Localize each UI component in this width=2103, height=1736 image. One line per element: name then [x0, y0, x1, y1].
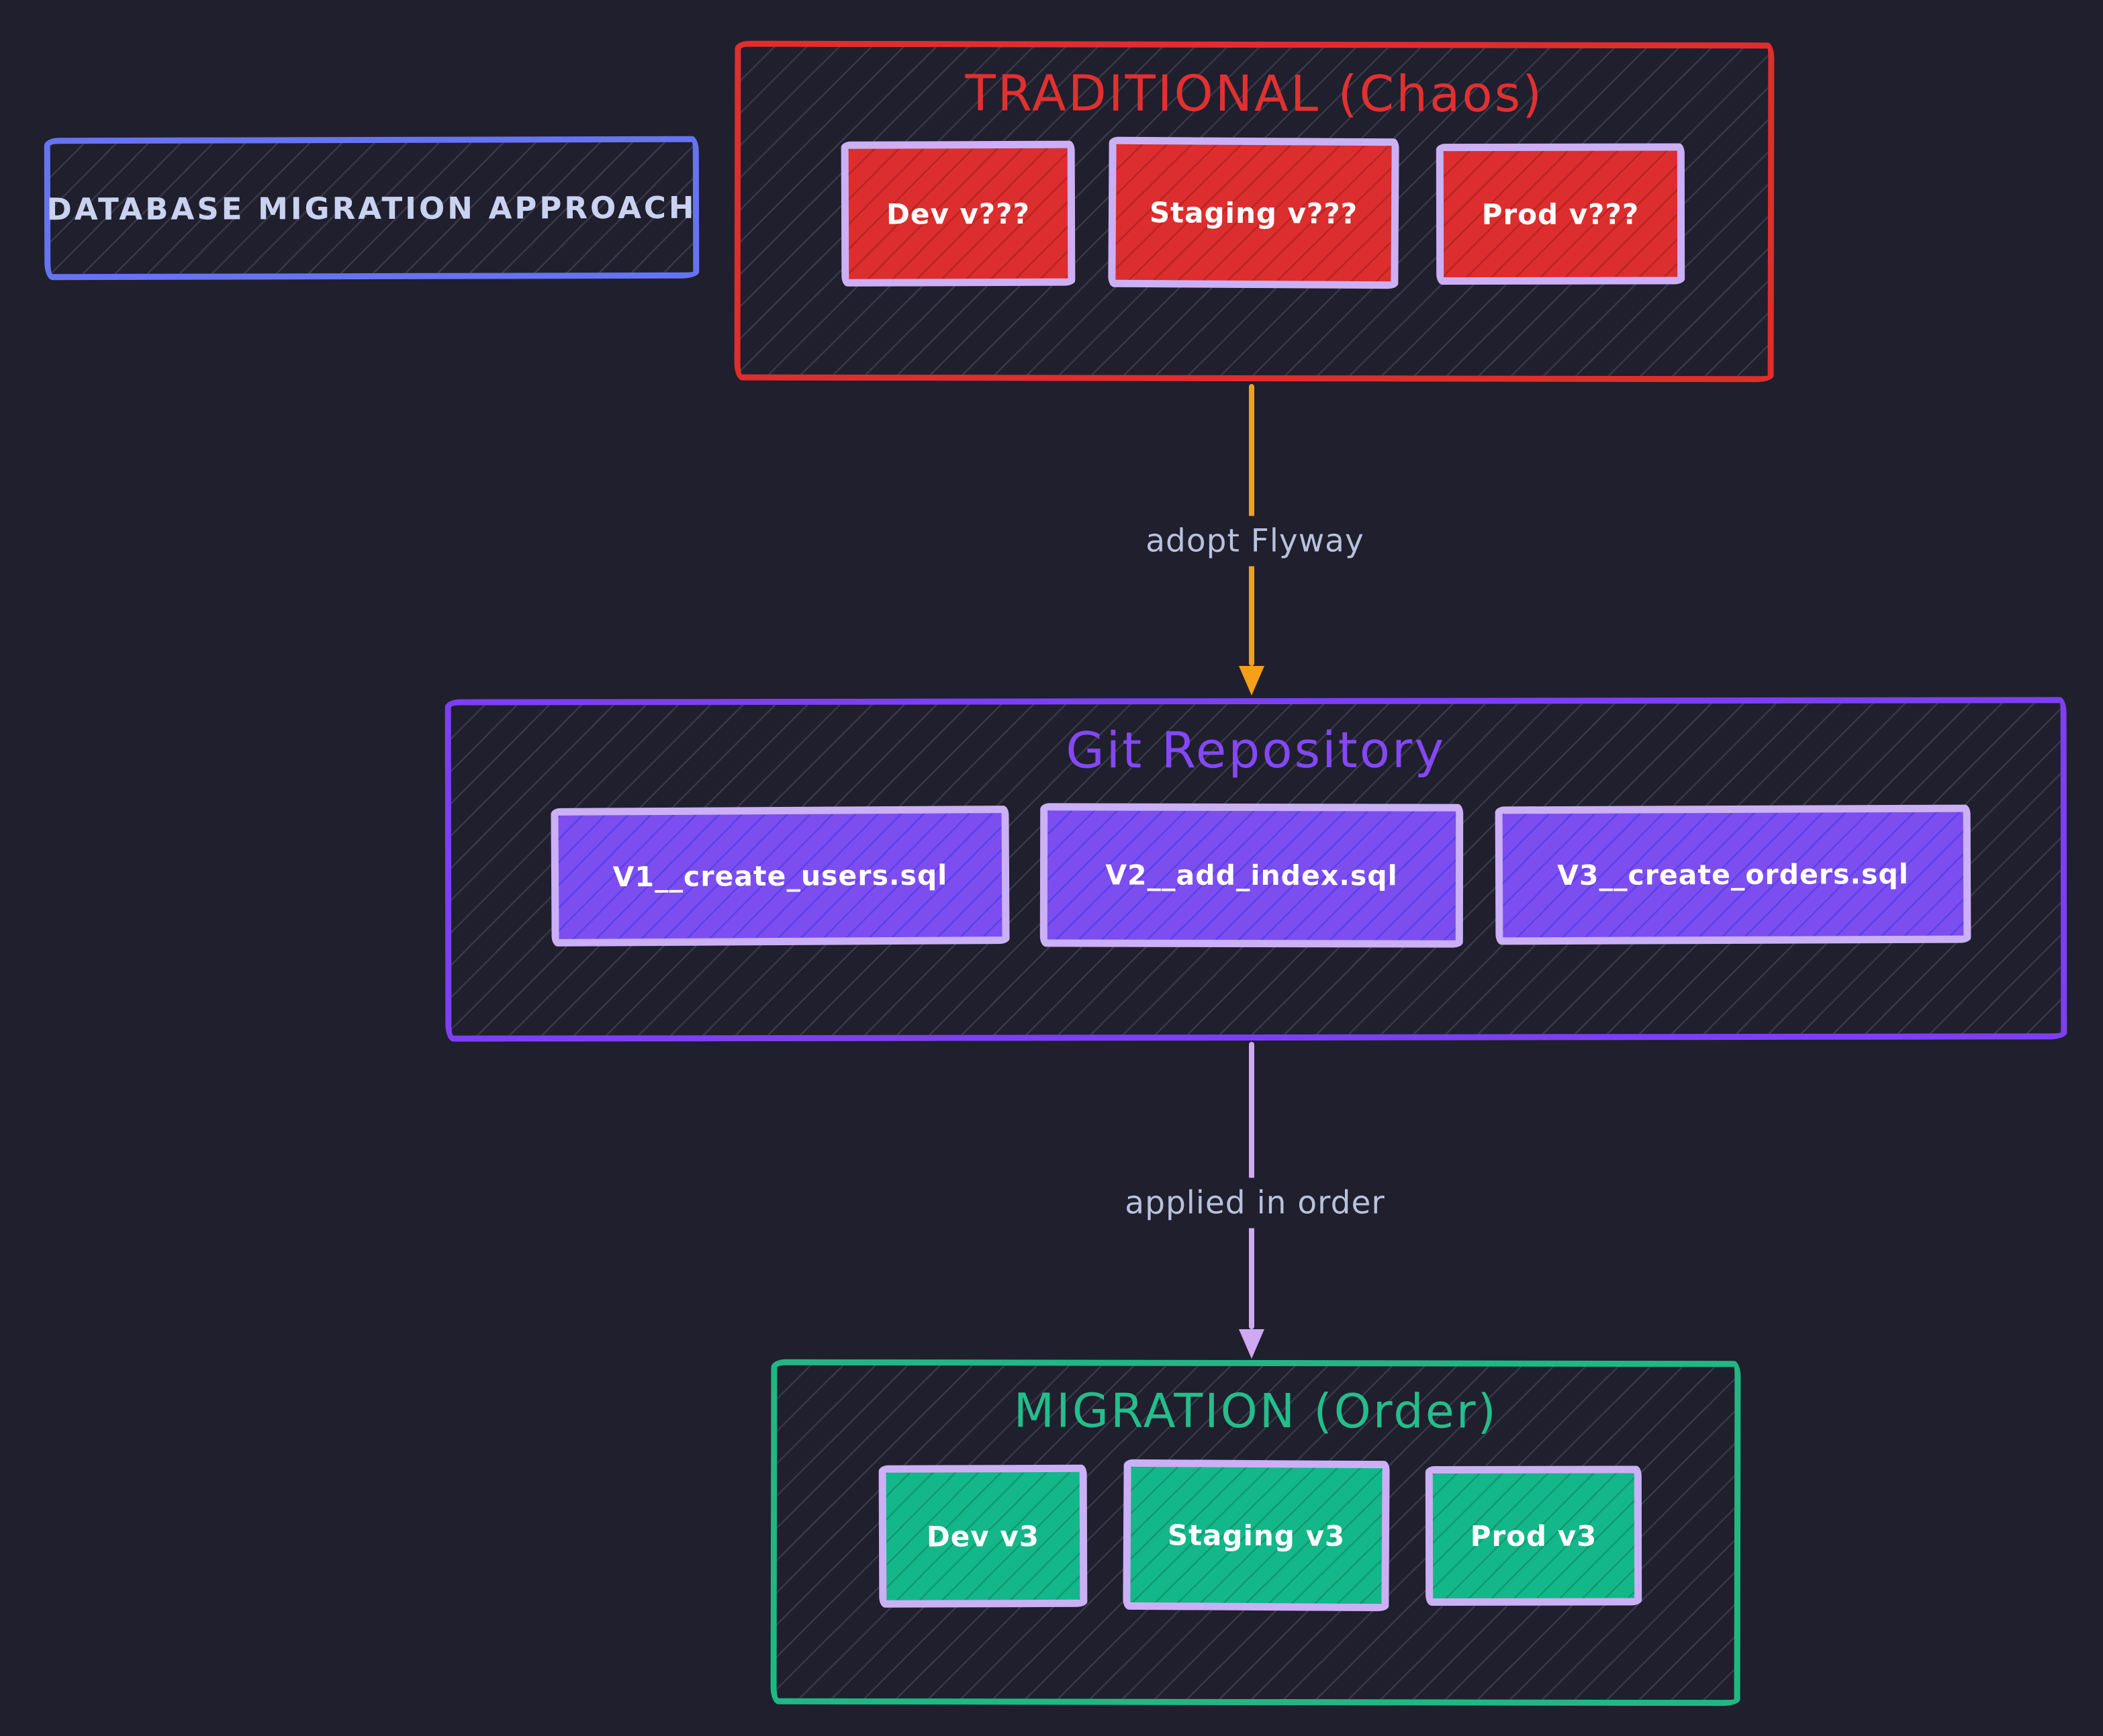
repository-section: Git Repository V1__create_users.sql V2__… — [445, 697, 2067, 1042]
applied-in-order-arrowhead-icon — [1239, 1329, 1264, 1359]
adopt-flyway-arrowhead-icon — [1239, 666, 1264, 695]
traditional-item-staging-label: Staging v??? — [1149, 195, 1358, 230]
repository-item-v2-label: V2__add_index.sql — [1105, 859, 1398, 892]
migration-section: MIGRATION (Order) Dev v3 Staging v3 Prod… — [770, 1359, 1741, 1706]
migration-item-prod-label: Prod v3 — [1470, 1519, 1597, 1553]
traditional-item-dev-label: Dev v??? — [886, 197, 1030, 231]
migration-item-dev: Dev v3 — [878, 1464, 1088, 1608]
migration-item-staging: Staging v3 — [1123, 1459, 1390, 1612]
traditional-item-prod-label: Prod v??? — [1481, 197, 1640, 231]
repository-item-v3-label: V3__create_orders.sql — [1557, 857, 1909, 892]
traditional-item-prod: Prod v??? — [1436, 143, 1685, 285]
migration-section-title: MIGRATION (Order) — [1013, 1383, 1498, 1439]
traditional-item-dev: Dev v??? — [841, 140, 1076, 287]
migration-item-prod: Prod v3 — [1425, 1465, 1642, 1606]
migration-item-staging-label: Staging v3 — [1167, 1518, 1346, 1553]
traditional-item-staging: Staging v??? — [1108, 136, 1399, 289]
repository-section-title: Git Repository — [1066, 721, 1446, 780]
migration-item-dev-label: Dev v3 — [926, 1519, 1040, 1553]
repository-item-v2: V2__add_index.sql — [1039, 803, 1464, 948]
adopt-flyway-arrow-label: adopt Flyway — [1128, 516, 1382, 567]
repository-item-v1-label: V1__create_users.sql — [612, 859, 948, 894]
traditional-section: TRADITIONAL (Chaos) Dev v??? Staging v??… — [734, 40, 1775, 383]
title-card: DATABASE MIGRATION APPROACH — [44, 136, 700, 281]
applied-in-order-arrow-label: applied in order — [1107, 1177, 1403, 1228]
title-card-label: DATABASE MIGRATION APPROACH — [46, 189, 697, 227]
traditional-section-title: TRADITIONAL (Chaos) — [965, 64, 1544, 124]
repository-item-v1: V1__create_users.sql — [551, 806, 1010, 947]
repository-item-v3: V3__create_orders.sql — [1495, 804, 1971, 945]
